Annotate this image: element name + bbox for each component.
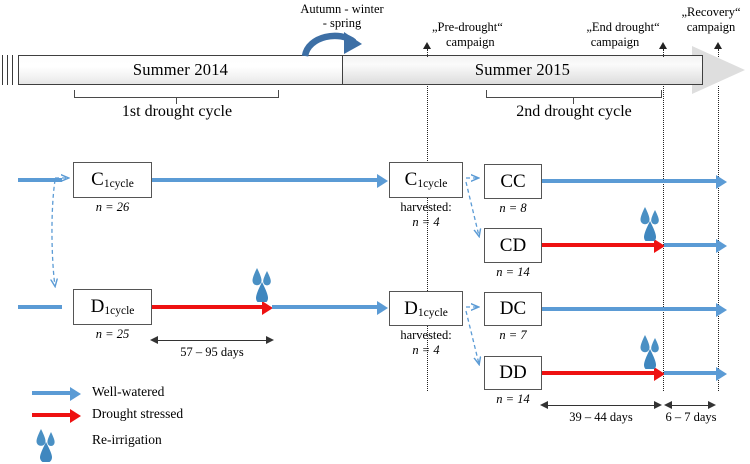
- box-caption-c1cycle-2014: n = 26: [95, 200, 130, 214]
- flow-inlet-blue-2: [18, 305, 62, 309]
- legend-label-drought-stressed: Drought stressed: [92, 406, 184, 421]
- box-cc: CC: [484, 164, 542, 199]
- axis-break-mark: [2, 55, 3, 85]
- campaign-guideline-recovery: [718, 86, 719, 391]
- flow-dd-recovery: [664, 371, 716, 375]
- flow-arrowhead-red: [262, 301, 273, 315]
- duration-line-2: [548, 405, 656, 407]
- box-caption-cd: n = 14: [496, 265, 530, 279]
- flow-cd-recovery: [664, 243, 716, 247]
- flow-dc-out: [542, 307, 716, 311]
- flow-cd-drought: [542, 243, 654, 247]
- campaign-arrow-end-drought: [659, 42, 667, 49]
- duration-arrowhead-left: [150, 336, 158, 344]
- flow-arrowhead-blue: [377, 301, 388, 315]
- legend-red-arrow-icon: [32, 413, 70, 417]
- flow-arrowhead-red: [654, 239, 665, 253]
- axis-break-mark: [12, 55, 13, 85]
- legend-blue-arrowhead-icon: [70, 387, 81, 401]
- bracket-tick: [176, 97, 177, 104]
- campaign-guideline-end-drought: [663, 86, 664, 391]
- box-dd: DD: [484, 356, 542, 390]
- season-transition-curved-arrow-icon: [301, 32, 362, 57]
- box-caption-cc: n = 8: [499, 201, 527, 215]
- campaign-label-recovery: „Recovery“ campaign: [681, 5, 741, 34]
- campaign-guideline-pre-drought: [427, 86, 428, 391]
- duration-arrowhead-right: [654, 401, 662, 409]
- campaign-label-pre-drought: „Pre-drought“ campaign: [432, 20, 503, 49]
- box-caption-d1cycle-2014: n = 25: [95, 327, 130, 341]
- bracket-label-1st-cycle: 1st drought cycle: [121, 103, 233, 120]
- water-drop-icon: [252, 268, 271, 302]
- duration-arrowhead-right: [266, 336, 274, 344]
- box-caption-d1cycle-harvested: harvested: n = 4: [400, 328, 452, 357]
- dashed-arrow-to-d1cycle: [52, 179, 55, 286]
- box-caption-dc: n = 7: [499, 328, 527, 342]
- flow-cc-out: [542, 179, 716, 183]
- flow-arrowhead-blue: [377, 174, 388, 188]
- box-dc: DC: [484, 292, 542, 326]
- flow-d1-drought: [152, 305, 262, 309]
- legend-water-drop-icon: [36, 429, 55, 462]
- flow-dd-drought: [542, 371, 654, 375]
- campaign-tick-pre-drought: [427, 49, 428, 57]
- axis-break-mark: [7, 55, 8, 85]
- campaign-label-end-drought: „End drought“ campaign: [586, 20, 660, 49]
- bracket-2nd-cycle: [486, 90, 662, 98]
- duration-line-1: [158, 340, 268, 342]
- flow-arrowhead-blue: [716, 303, 727, 317]
- duration-arrowhead-left: [664, 401, 672, 409]
- bracket-label-2nd-cycle: 2nd drought cycle: [516, 103, 632, 120]
- timeline-segment-summer-2015: Summer 2015: [342, 55, 703, 85]
- flow-arrowhead-red: [654, 367, 665, 381]
- dashed-arrow-to-dd: [465, 310, 479, 364]
- flow-inlet-blue: [18, 178, 62, 182]
- duration-label-1: 57 – 95 days: [180, 345, 244, 359]
- dashed-arrow-to-cd: [465, 181, 479, 236]
- box-caption-c1cycle-harvested: harvested: n = 4: [400, 200, 452, 229]
- campaign-arrow-pre-drought: [423, 42, 431, 49]
- box-cd: CD: [484, 228, 542, 263]
- campaign-arrow-recovery: [714, 42, 722, 49]
- flow-arrowhead-blue: [716, 239, 727, 253]
- water-drop-icon: [640, 207, 659, 241]
- legend-label-re-irrigation: Re-irrigation: [92, 432, 162, 447]
- duration-arrowhead-right: [708, 401, 716, 409]
- water-drop-icon: [640, 335, 659, 369]
- legend-label-well-watered: Well-watered: [92, 384, 165, 399]
- duration-arrowhead-left: [540, 401, 548, 409]
- campaign-tick-recovery: [718, 49, 719, 57]
- legend-blue-arrow-icon: [32, 391, 70, 395]
- flow-arrowhead-blue: [716, 175, 727, 189]
- flow-d1-recovery: [272, 305, 377, 309]
- box-caption-dd: n = 14: [496, 392, 530, 406]
- season-transition-label: Autumn - winter - spring: [300, 2, 384, 30]
- duration-label-2: 39 – 44 days: [569, 410, 633, 424]
- flow-arrowhead-blue: [716, 367, 727, 381]
- flow-c1-to-c1h: [152, 178, 377, 182]
- timeline-segment-label: Summer 2014: [132, 60, 229, 79]
- campaign-tick-end-drought: [663, 49, 664, 57]
- timeline-segment-summer-2014: Summer 2014: [18, 55, 343, 85]
- bracket-tick: [573, 97, 574, 104]
- duration-label-3: 6 – 7 days: [665, 410, 717, 424]
- duration-line-3: [672, 405, 708, 407]
- legend-red-arrowhead-icon: [70, 409, 81, 423]
- timeline-segment-label: Summer 2015: [474, 60, 571, 79]
